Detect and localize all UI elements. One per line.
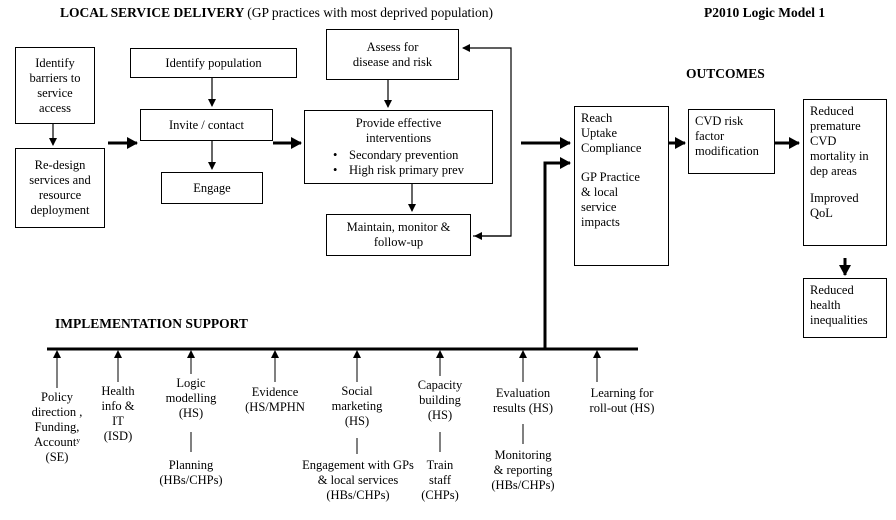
policy-direction-label: Policy direction , Funding, Accountʸ (SE…	[31, 390, 83, 464]
redesign-services-box: Re-design services and resource deployme…	[15, 148, 105, 228]
logic-modelling-label: Logic modelling (HS)	[165, 376, 217, 420]
evaluation-results-label: Evaluation results (HS)	[492, 386, 554, 415]
engagement-label: Engagement with GPs & local services (HB…	[302, 458, 414, 502]
local-service-delivery-heading: LOCAL SERVICE DELIVERY (GP practices wit…	[60, 5, 494, 20]
reduced-mortality-text: Reduced premature CVD mortality in dep a…	[810, 104, 869, 178]
provide-interventions-title: Provide effective interventions	[355, 116, 442, 145]
social-marketing-label: Social marketing (HS)	[331, 384, 383, 428]
assess-disease-box: Assess for disease and risk	[326, 29, 459, 80]
reach-uptake-text: Reach Uptake Compliance	[581, 111, 642, 155]
engage-box: Engage	[161, 172, 263, 204]
improved-qol-text: Improved QoL	[810, 191, 859, 220]
interventions-list: Secondary prevention High risk primary p…	[333, 148, 464, 178]
planning-label: Planning (HBs/CHPs)	[159, 458, 223, 487]
cvd-risk-modification-box: CVD risk factor modification	[688, 109, 775, 174]
reduced-inequalities-box: Reduced health inequalities	[803, 278, 887, 338]
provide-interventions-box: Provide effective interventions Secondar…	[304, 110, 493, 184]
identify-barriers-box: Identify barriers to service access	[15, 47, 95, 124]
train-staff-label: Train staff (CHPs)	[421, 458, 459, 502]
outcomes-heading: OUTCOMES	[686, 66, 765, 81]
reduced-mortality-box: Reduced premature CVD mortality in dep a…	[803, 99, 887, 246]
model-label: P2010 Logic Model 1	[704, 5, 826, 20]
evidence-label: Evidence (HS/MPHN	[245, 385, 305, 414]
intervention-item: Secondary prevention	[333, 148, 464, 163]
learning-rollout-label: Learning for roll-out (HS)	[589, 386, 655, 415]
gp-impacts-text: GP Practice & local service impacts	[581, 170, 640, 229]
intervention-item: High risk primary prev	[333, 163, 464, 178]
support-to-reach-arrow	[543, 157, 571, 349]
capacity-building-label: Capacity building (HS)	[417, 378, 463, 422]
invite-contact-box: Invite / contact	[140, 109, 273, 141]
maintain-monitor-box: Maintain, monitor & follow-up	[326, 214, 471, 256]
identify-population-box: Identify population	[130, 48, 297, 78]
monitoring-reporting-label: Monitoring & reporting (HBs/CHPs)	[491, 448, 555, 492]
reach-uptake-box: Reach Uptake Compliance GP Practice & lo…	[574, 106, 669, 266]
health-info-label: Health info & IT (ISD)	[101, 384, 135, 443]
implementation-support-heading: IMPLEMENTATION SUPPORT	[55, 316, 248, 331]
